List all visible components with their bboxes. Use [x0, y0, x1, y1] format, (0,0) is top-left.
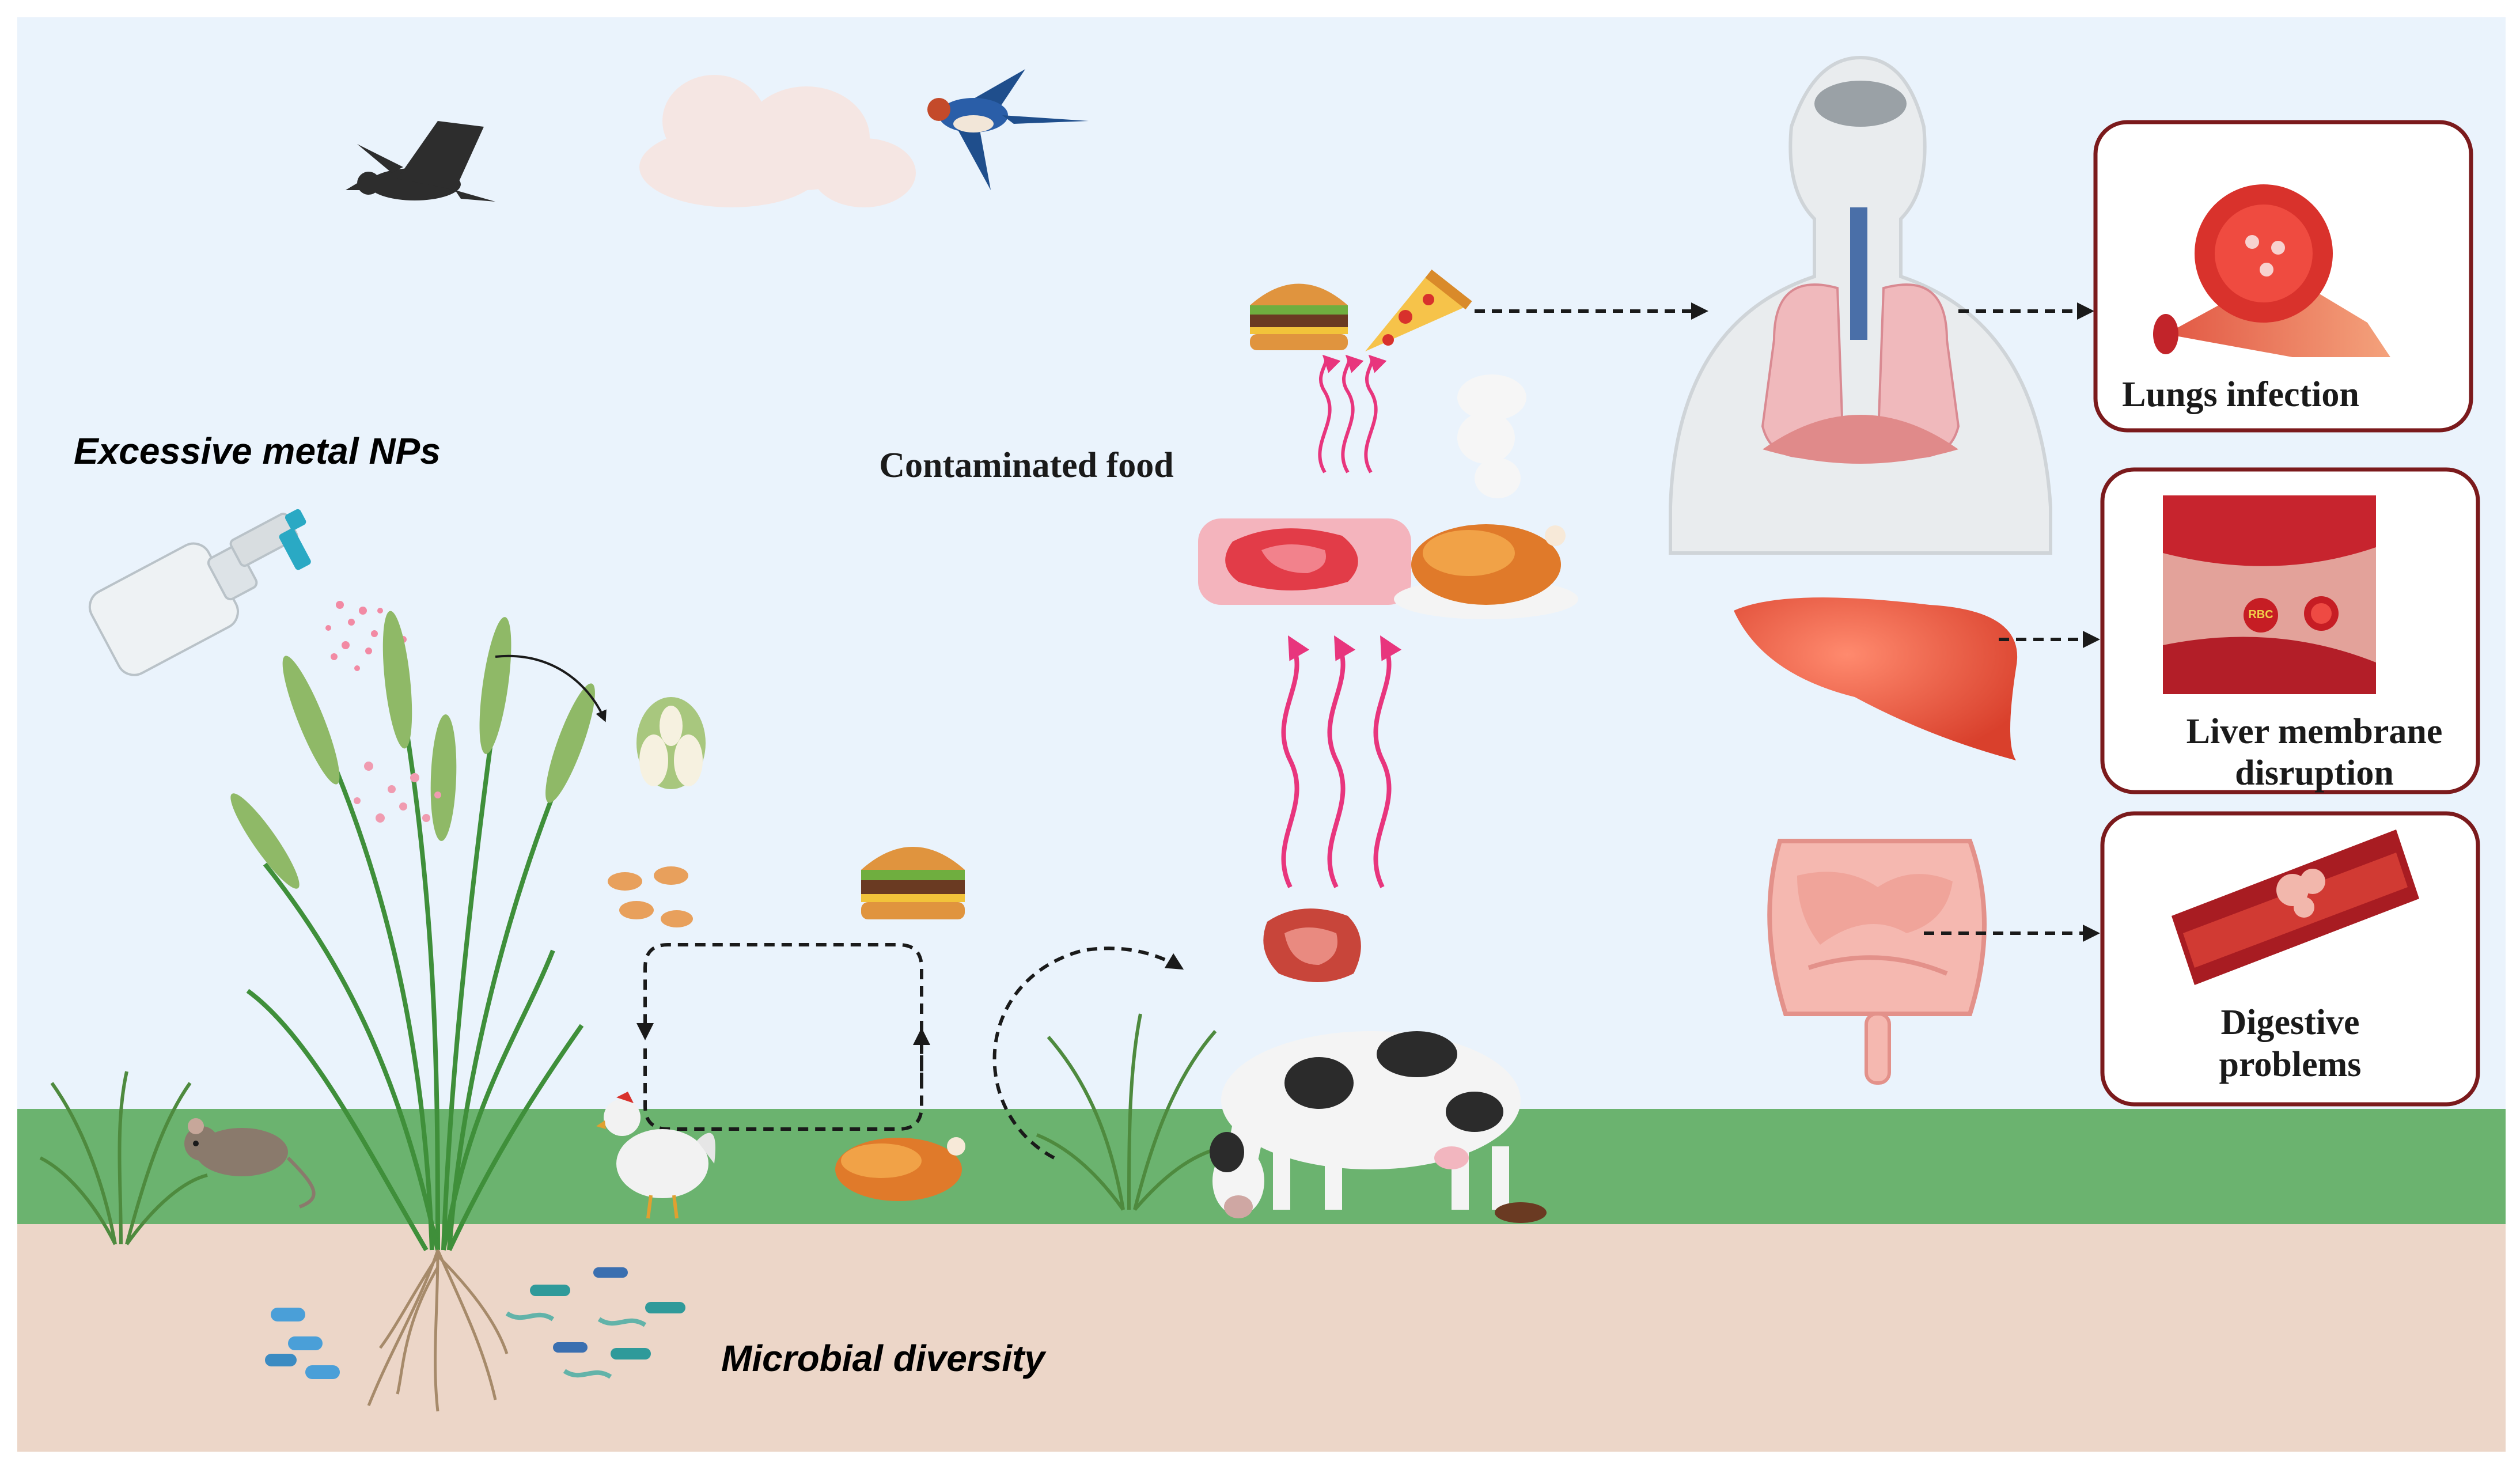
excessive-metal-label: Excessive metal NPs: [74, 430, 441, 472]
mouse-icon: [184, 1118, 316, 1209]
steak-icon: [1263, 908, 1361, 982]
vapor-arrows-large: [1281, 635, 1402, 888]
nanoparticle-spray: [325, 601, 407, 671]
spray-bottle-icon: [88, 509, 311, 676]
bacteria-icon: [265, 1267, 685, 1379]
lungs-infection-label: Lungs infection: [2122, 375, 2359, 414]
crow-icon: [346, 121, 495, 202]
digestive-label-line2: problems: [2219, 1045, 2362, 1084]
soil-layer: [17, 1224, 2506, 1452]
arrow-grass-to-meat: [992, 946, 1184, 1160]
roast-chicken-icon: [835, 1137, 965, 1201]
pizza-icon: [1365, 269, 1472, 351]
meat-tray-icon: [1198, 518, 1411, 605]
microbial-diversity-label: Microbial diversity: [721, 1338, 1047, 1379]
grass-tuft-left: [39, 1071, 208, 1245]
rbc-label: RBC: [2248, 608, 2273, 621]
wheat-plant-icon: [230, 611, 595, 1252]
liver-membrane-icon: RBC: [2163, 495, 2376, 694]
blood-vessel-icon: [2153, 184, 2390, 357]
vapor-arrows-small: [1318, 354, 1387, 474]
liver-label-line2: disruption: [2235, 753, 2394, 793]
human-lungs-icon: [1669, 55, 2052, 555]
grain-head-icon: [636, 697, 706, 789]
contaminated-food-label: Contaminated food: [879, 446, 1174, 485]
liver-label-line1: Liver membrane: [2186, 712, 2443, 751]
plant-roots: [367, 1249, 509, 1412]
hen-icon: [596, 1092, 715, 1219]
burger-top-icon: [1250, 283, 1348, 350]
grass-tuft-middle: [1036, 1013, 1227, 1211]
cow-icon: [1210, 1031, 1547, 1223]
intestine-icon: [1767, 839, 1987, 1085]
seeds-icon: [608, 866, 693, 927]
steam-icon: [1457, 374, 1526, 498]
cloud-icon: [639, 75, 916, 207]
liver-icon: [1734, 597, 2018, 760]
digestive-label-line1: Digestive: [2220, 1003, 2359, 1042]
arrow-wheat-to-grain: [495, 654, 607, 722]
swallow-icon: [927, 69, 1089, 190]
arrow-loop-chicken: [643, 1028, 930, 1131]
arrow-loop-hen: [636, 943, 923, 1083]
digestive-tissue-icon: [2172, 830, 2419, 985]
roast-chicken-plate-icon: [1394, 524, 1578, 619]
burger-icon: [861, 847, 965, 919]
